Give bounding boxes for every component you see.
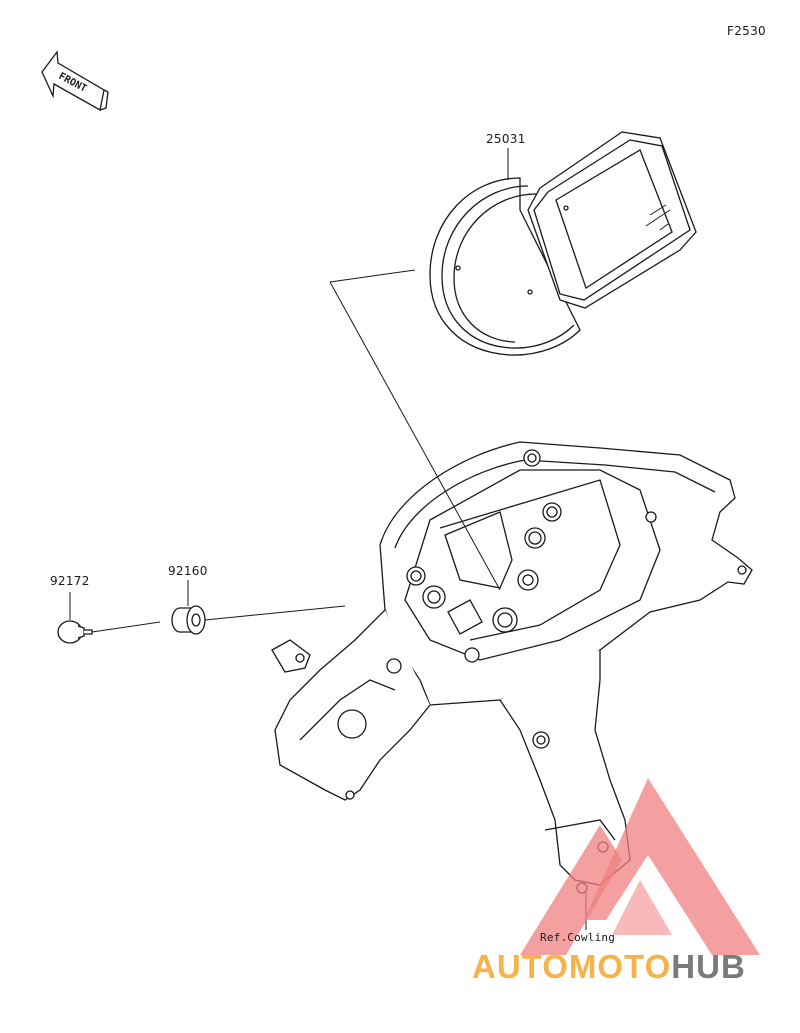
bracket-holes xyxy=(295,449,747,894)
part-number-92160: 92160 xyxy=(168,564,208,578)
figure-code: F2530 xyxy=(727,24,766,38)
watermark-text-part2: HUB xyxy=(671,948,746,985)
part-number-25031: 25031 xyxy=(486,132,526,146)
part-number-92172: 92172 xyxy=(50,574,90,588)
front-direction-arrow: FRONT xyxy=(41,50,109,112)
reference-cowling-label: Ref.Cowling xyxy=(540,931,616,944)
watermark-logo-mark xyxy=(520,778,760,955)
grommet-drawing xyxy=(171,605,206,635)
leader-lines xyxy=(69,148,587,930)
watermark-text: AUTOMOTOHUB xyxy=(472,948,746,986)
watermark-text-part1: AUTOMOTO xyxy=(472,948,672,985)
meter-assembly-drawing xyxy=(429,131,697,356)
screw-drawing xyxy=(57,620,93,644)
meter-bracket-drawing xyxy=(271,441,753,894)
